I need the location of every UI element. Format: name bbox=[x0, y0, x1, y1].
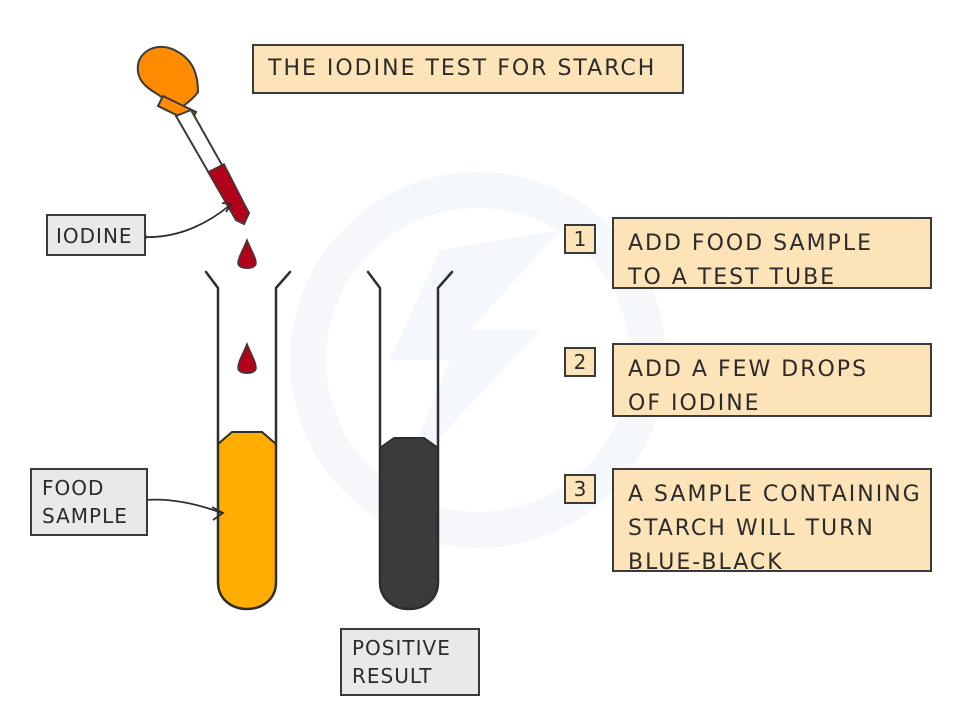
drop-icon bbox=[237, 238, 257, 269]
step-number: 3 bbox=[564, 474, 596, 504]
test-tube-icon bbox=[366, 270, 454, 611]
step-3-line3: BLUE-BLACK bbox=[628, 550, 784, 575]
food-sample-label: FOOD SAMPLE bbox=[30, 468, 148, 536]
step-number: 2 bbox=[564, 347, 596, 377]
test-tube-icon bbox=[204, 270, 292, 611]
positive-result-label: POSITIVE RESULT bbox=[340, 628, 480, 696]
step-2-line1: ADD A FEW DROPS bbox=[628, 357, 869, 382]
positive-result-line2: RESULT bbox=[352, 664, 433, 688]
step-1-line1: ADD FOOD SAMPLE bbox=[628, 231, 873, 256]
food-sample-line2: SAMPLE bbox=[42, 504, 128, 528]
step-number: 1 bbox=[564, 224, 596, 254]
dropper-icon bbox=[136, 45, 251, 226]
food-sample-line1: FOOD bbox=[42, 476, 105, 500]
drop-icon bbox=[237, 342, 257, 374]
step-3-line2: STARCH WILL TURN bbox=[628, 516, 875, 541]
page-title: THE IODINE TEST FOR STARCH bbox=[252, 44, 684, 94]
iodine-label: IODINE bbox=[46, 214, 146, 256]
step-1-line2: TO A TEST TUBE bbox=[628, 265, 837, 290]
step-1-box: ADD FOOD SAMPLE TO A TEST TUBE bbox=[612, 217, 932, 290]
step-3-box: A SAMPLE CONTAINING STARCH WILL TURN BLU… bbox=[612, 468, 932, 575]
step-2-line2: OF IODINE bbox=[628, 391, 761, 416]
watermark-logo bbox=[290, 172, 666, 548]
food-sample-arrow bbox=[138, 496, 225, 521]
iodine-label-text: IODINE bbox=[56, 224, 133, 248]
iodine-arrow bbox=[139, 202, 233, 241]
step-3-line1: A SAMPLE CONTAINING bbox=[628, 482, 922, 507]
positive-result-line1: POSITIVE bbox=[352, 636, 451, 660]
step-2-box: ADD A FEW DROPS OF IODINE bbox=[612, 343, 932, 417]
